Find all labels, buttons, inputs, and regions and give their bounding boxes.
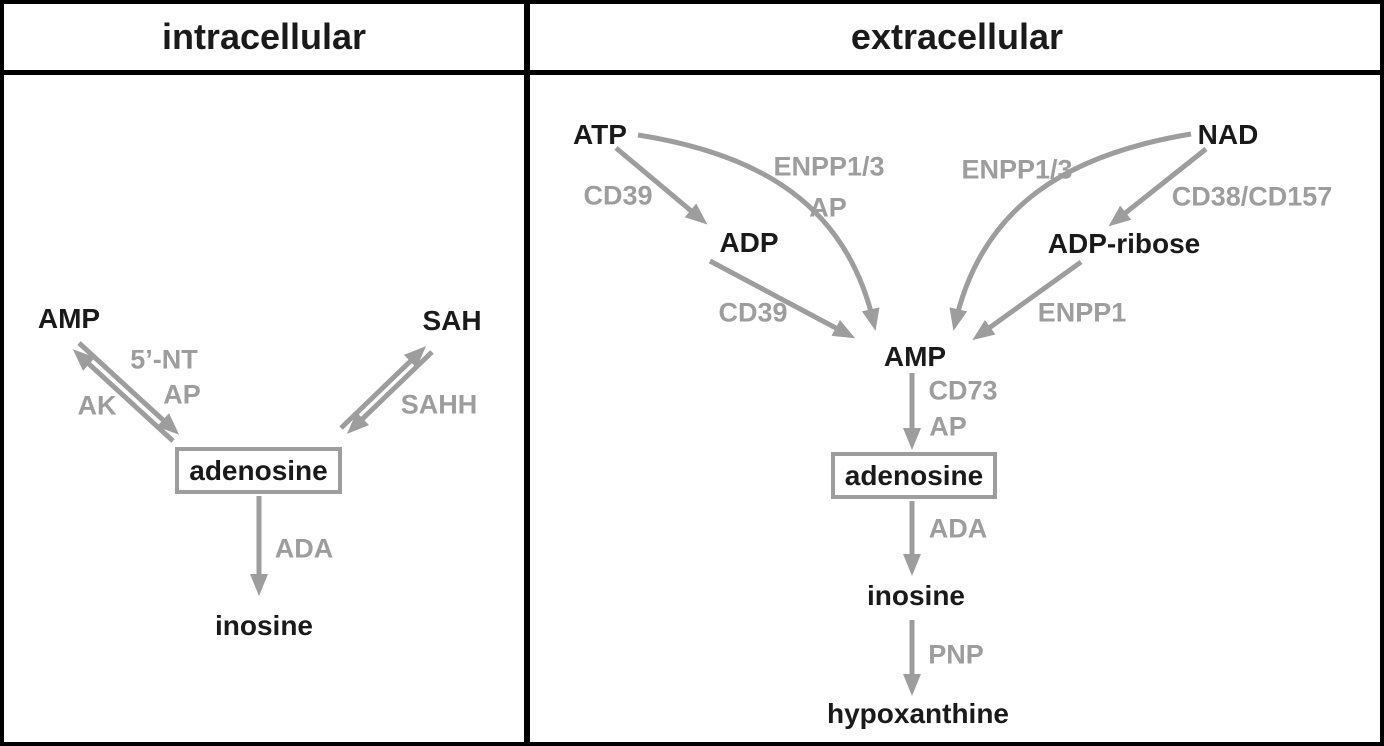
node-sah: SAH [422,305,482,336]
node-nad: NAD [1197,119,1259,150]
enzyme-ap-mid-label: AP [929,411,967,442]
adenosine-box-intra: adenosine [175,447,342,494]
enzyme-cd73-label: CD73 [928,375,998,406]
arrow-nad-to-adpribose [1108,147,1208,227]
arrow-atp-to-adp [614,146,708,225]
enzyme-ap-left-label: AP [809,192,847,223]
node-amp-intra: AMP [37,303,101,334]
node-atp: ATP [573,119,627,150]
node-hypoxanthine: hypoxanthine [826,698,1010,729]
arrows-layer [72,131,1208,696]
enzyme-enpp1-label: ENPP1 [1037,297,1127,328]
enzyme-sahh-label: SAHH [400,389,478,420]
intracellular-title: intracellular [161,16,367,57]
enzyme-cd38-cd157-label: CD38/CD157 [1171,181,1333,212]
header-separator-line [4,70,1380,75]
adenosine-box-extra: adenosine [831,452,997,499]
enzyme-ada-label-extra: ADA [928,513,988,544]
arrow-adp-to-amp [708,258,856,339]
arrow-adpribose-to-amp [972,259,1083,341]
node-adp: ADP [719,227,779,258]
enzyme-ak-label: AK [77,390,117,421]
extracellular-title: extracellular [850,16,1064,57]
node-adenosine-extra: adenosine [844,459,984,491]
intracellular-header: intracellular [4,4,524,70]
node-amp-extra: AMP [883,341,947,372]
enzyme-enpp13-right-label: ENPP1/3 [961,154,1073,185]
enzyme-5nt-label: 5’-NT [130,344,198,375]
node-inosine-intra: inosine [214,610,314,641]
arrow-atp-to-amp-curve [637,132,880,331]
node-inosine-extra: inosine [866,580,966,611]
node-adp-ribose: ADP-ribose [1047,228,1201,259]
enzyme-pnp-label: PNP [928,639,984,670]
node-adenosine-intra: adenosine [189,454,328,486]
enzyme-cd39-mid-label: CD39 [718,297,788,328]
arrow-adenosine-to-amp-intra [72,349,175,443]
enzyme-ap-label-intra: AP [163,379,201,410]
panel-divider-line [524,4,530,742]
enzyme-ada-label-intra: ADA [274,533,334,564]
enzyme-cd39-top-label: CD39 [583,180,653,211]
arrow-sah-to-adenosine-intra [346,350,434,434]
arrow-nad-to-amp-curve [949,131,1192,331]
extracellular-header: extracellular [530,4,1380,70]
enzyme-enpp13-left-label: ENPP1/3 [773,151,885,182]
